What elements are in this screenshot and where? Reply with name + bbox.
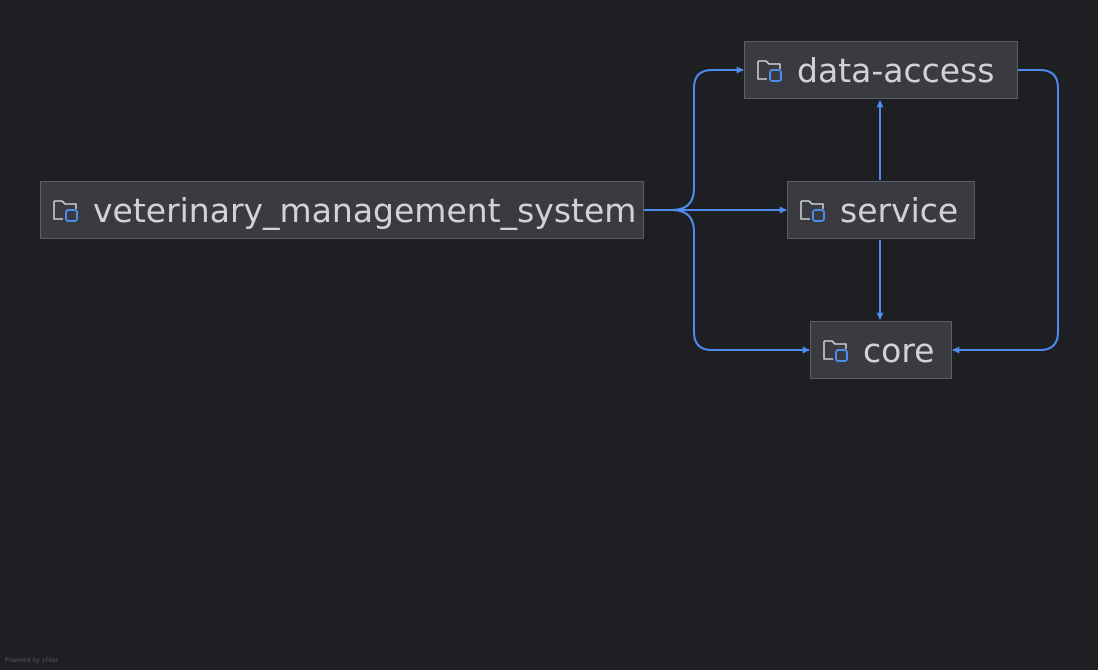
module-folder-icon [800,200,825,222]
node-label: veterinary_management_system [93,190,637,230]
node-label: core [863,330,935,370]
edge-root-to-core [644,209,810,354]
node-label: service [840,190,959,230]
edge-root-to-data-access [644,66,744,211]
powered-by-label: Powered by yFiles [5,657,59,664]
node-label: data-access [797,50,995,90]
node-data-access[interactable]: data-access [744,41,1018,99]
node-service[interactable]: service [787,181,975,239]
module-folder-icon [757,60,782,82]
module-folder-icon [53,200,78,222]
node-core[interactable]: core [810,321,952,379]
edge-data-access-to-core [952,69,1059,354]
node-veterinary-management-system[interactable]: veterinary_management_system [40,181,644,239]
module-folder-icon [823,340,848,362]
